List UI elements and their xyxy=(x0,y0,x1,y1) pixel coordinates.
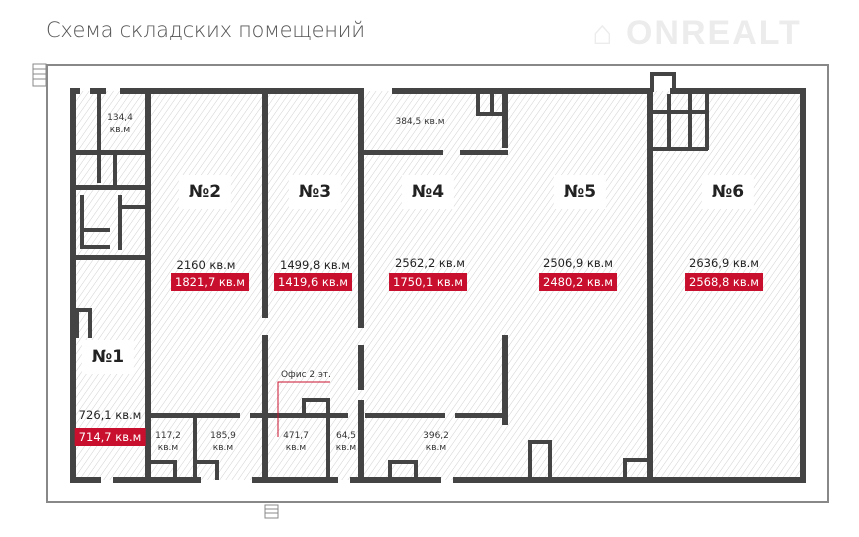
walls xyxy=(70,72,806,483)
office-label: Офис 2 эт. xyxy=(280,370,332,380)
stairs-icon xyxy=(32,63,279,519)
room-4-rent-badge: 1750,1 кв.м xyxy=(389,273,467,291)
room-5-area: 2506,9 кв.м xyxy=(543,256,613,270)
room-5-label[interactable]: №5 xyxy=(553,175,607,209)
page-title: Схема складских помещений xyxy=(46,18,365,42)
site-boundary xyxy=(46,64,829,503)
room-6-area: 2636,9 кв.м xyxy=(689,256,759,270)
office-pointer-line xyxy=(277,381,330,437)
room-6-rent-badge: 2568,8 кв.м xyxy=(685,273,763,291)
room-1-label[interactable]: №1 xyxy=(81,340,135,374)
room-2-rent-badge: 1821,7 кв.м xyxy=(171,273,249,291)
room-3-area: 1499,8 кв.м xyxy=(280,258,350,272)
room-4-label[interactable]: №4 xyxy=(401,175,455,209)
logo-watermark: ⌂ ONREALT xyxy=(592,14,802,52)
room-1-area: 726,1 кв.м xyxy=(78,408,142,422)
room-5-rent-badge: 2480,2 кв.м xyxy=(539,273,617,291)
room-6-label[interactable]: №6 xyxy=(701,175,755,209)
room-1-rent-badge: 714,7 кв.м xyxy=(74,428,146,446)
room-3-label[interactable]: №3 xyxy=(288,175,342,209)
room-2-area: 2160 кв.м xyxy=(176,258,236,272)
room-3-rent-badge: 1419,6 кв.м xyxy=(274,273,352,291)
room-2-label[interactable]: №2 xyxy=(178,175,232,209)
room-4-area: 2562,2 кв.м xyxy=(395,256,465,270)
small-area-label: 384,5 кв.м xyxy=(395,117,445,127)
